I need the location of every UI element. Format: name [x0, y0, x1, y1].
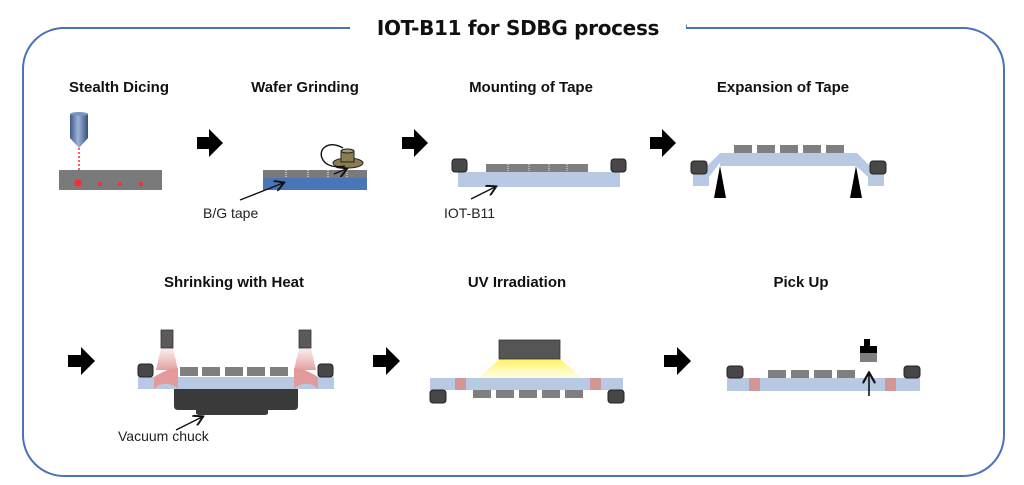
- ring-frame-right: [607, 389, 625, 404]
- step-title-mounting-of-tape: Mounting of Tape: [469, 79, 593, 96]
- expander-left-icon: [714, 166, 726, 198]
- step-title-pick-up: Pick Up: [773, 274, 829, 291]
- vacuum-chuck: [174, 389, 298, 415]
- heater-left-icon: [160, 329, 174, 349]
- label-vacuum-chuck: Vacuum chuck: [118, 428, 209, 444]
- pickup-collet-icon: [860, 339, 877, 353]
- flow-arrow-icon: [197, 129, 223, 157]
- step-title-stealth-dicing: Stealth Dicing: [68, 79, 170, 96]
- grinding-wheel-icon: [332, 148, 364, 169]
- tape: [430, 378, 623, 390]
- stealth-dicing-illustration: [59, 112, 162, 190]
- pointer-arrow: [175, 417, 202, 431]
- laser-nozzle-icon: [70, 114, 88, 148]
- uv-light: [478, 359, 582, 378]
- shrinking-heat-illustration: [137, 329, 334, 431]
- picked-die: [860, 353, 877, 362]
- heat-zone-right: [294, 368, 318, 389]
- heat-zone-left: [154, 368, 178, 389]
- step-title-shrinking-with-heat: Shrinking with Heat: [163, 274, 305, 291]
- thinned-wafer: [263, 170, 367, 178]
- ring-frame-right: [903, 365, 921, 379]
- ring-frame-left: [690, 160, 708, 175]
- uv-lamp-icon: [498, 339, 561, 360]
- ring-frame-right: [610, 158, 627, 173]
- pick-up-illustration: [726, 339, 921, 396]
- bg-tape: [263, 177, 367, 190]
- ring-frame-left: [137, 363, 154, 378]
- flow-arrow-icon: [664, 347, 691, 375]
- step-title-expansion-of-tape: Expansion of Tape: [716, 79, 850, 96]
- ring-frame-left: [451, 158, 468, 173]
- heat-beam-left: [156, 348, 178, 370]
- step-title-wafer-grinding: Wafer Grinding: [251, 79, 359, 96]
- wafer-grinding-illustration: [239, 144, 367, 201]
- wafer: [59, 170, 162, 190]
- label-iot-b11: IOT-B11: [444, 205, 496, 221]
- pointer-arrow: [239, 183, 283, 201]
- expander-right-icon: [850, 166, 862, 198]
- ring-frame-left: [429, 389, 447, 404]
- laser-spot: [74, 179, 82, 187]
- uv-irradiation-illustration: [429, 339, 625, 404]
- iot-b11-tape: [458, 172, 620, 187]
- flow-arrow-icon: [402, 129, 428, 157]
- ring-frame-left: [726, 365, 744, 379]
- flow-arrow-icon: [650, 129, 676, 157]
- flow-arrow-icon: [68, 347, 95, 375]
- ring-frame-right: [317, 363, 334, 378]
- step-title-uv-irradiation: UV Irradiation: [467, 274, 567, 291]
- tape: [138, 377, 334, 389]
- heat-beam-right: [294, 348, 316, 370]
- mounting-tape-illustration: [451, 158, 627, 200]
- heater-right-icon: [298, 329, 312, 349]
- label-bg-tape: B/G tape: [203, 205, 259, 221]
- title-container: IOT-B11 for SDBG process: [350, 8, 686, 48]
- flow-arrow-icon: [373, 347, 400, 375]
- ring-frame-right: [869, 160, 887, 175]
- diagram-title: IOT-B11 for SDBG process: [376, 16, 660, 40]
- expansion-tape-illustration: [690, 145, 887, 198]
- pointer-arrow: [470, 187, 495, 200]
